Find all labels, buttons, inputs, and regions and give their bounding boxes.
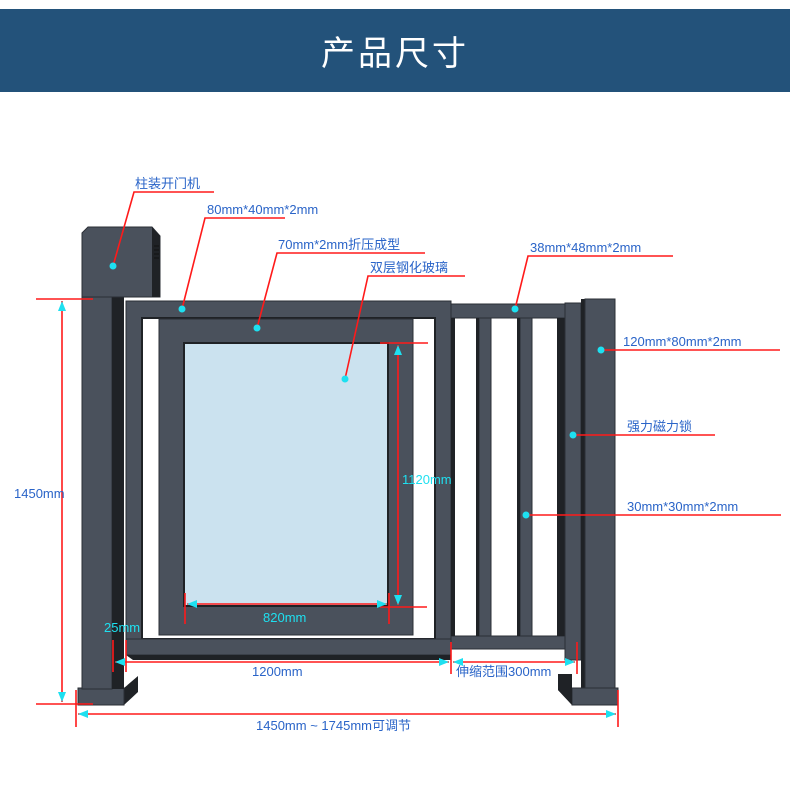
left-post-shadow bbox=[112, 297, 124, 689]
right-post bbox=[558, 298, 619, 706]
callout-right-post: 120mm*80mm*2mm bbox=[597, 334, 780, 354]
label-right-post: 120mm*80mm*2mm bbox=[623, 334, 741, 349]
label-telescopic-range: 伸缩范围300mm bbox=[456, 664, 551, 679]
left-post bbox=[77, 226, 161, 706]
telescopic-bar bbox=[519, 317, 533, 637]
dimension-gap: 25mm bbox=[104, 620, 140, 672]
label-total-width: 1450mm ~ 1745mm可调节 bbox=[256, 718, 411, 733]
left-post-base bbox=[77, 687, 125, 706]
dimension-total-height: 1450mm bbox=[14, 298, 93, 705]
label-gap: 25mm bbox=[104, 620, 140, 635]
label-glass-width: 820mm bbox=[263, 610, 306, 625]
dimension-door-width: 1200mm bbox=[115, 642, 452, 679]
dimension-glass-height: 1120mm bbox=[380, 342, 452, 608]
label-total-height: 1450mm bbox=[14, 486, 65, 501]
callout-outer-frame: 80mm*40mm*2mm bbox=[178, 202, 318, 313]
label-magnetic-lock: 强力磁力锁 bbox=[627, 419, 692, 434]
label-bars: 30mm*30mm*2mm bbox=[627, 499, 738, 514]
telescopic-top-rail bbox=[450, 303, 569, 319]
callout-inner-frame: 70mm*2mm折压成型 bbox=[253, 237, 425, 332]
dimension-glass-width: 820mm bbox=[184, 593, 390, 625]
dimension-total-width: 1450mm ~ 1745mm可调节 bbox=[75, 690, 619, 733]
label-post-opener: 柱装开门机 bbox=[135, 176, 200, 191]
magnetic-lock-column bbox=[564, 302, 582, 661]
telescopic-bottom-rail bbox=[450, 635, 569, 650]
page-title: 产品尺寸 bbox=[321, 34, 469, 74]
callout-magnetic-lock: 强力磁力锁 bbox=[569, 419, 715, 439]
glass-panel bbox=[183, 342, 389, 607]
telescopic-bar bbox=[478, 317, 492, 637]
callout-glass: 双层钢化玻璃 bbox=[341, 260, 465, 383]
door-leaf bbox=[125, 300, 452, 660]
label-glass: 双层钢化玻璃 bbox=[370, 260, 448, 275]
label-outer-frame: 80mm*40mm*2mm bbox=[207, 202, 318, 217]
label-telescopic-top: 38mm*48mm*2mm bbox=[530, 240, 641, 255]
callout-telescopic-top: 38mm*48mm*2mm bbox=[511, 240, 673, 313]
dimension-telescopic-range: 伸缩范围300mm bbox=[453, 642, 578, 679]
right-post-body bbox=[584, 298, 616, 691]
callout-bars: 30mm*30mm*2mm bbox=[522, 499, 781, 519]
label-glass-height: 1120mm bbox=[402, 472, 452, 487]
right-post-base bbox=[571, 687, 619, 706]
header-banner: 产品尺寸 bbox=[0, 9, 790, 92]
label-door-width: 1200mm bbox=[252, 664, 303, 679]
callout-post-opener: 柱装开门机 bbox=[109, 176, 214, 270]
label-inner-frame: 70mm*2mm折压成型 bbox=[278, 237, 400, 252]
telescopic-section bbox=[450, 303, 569, 650]
